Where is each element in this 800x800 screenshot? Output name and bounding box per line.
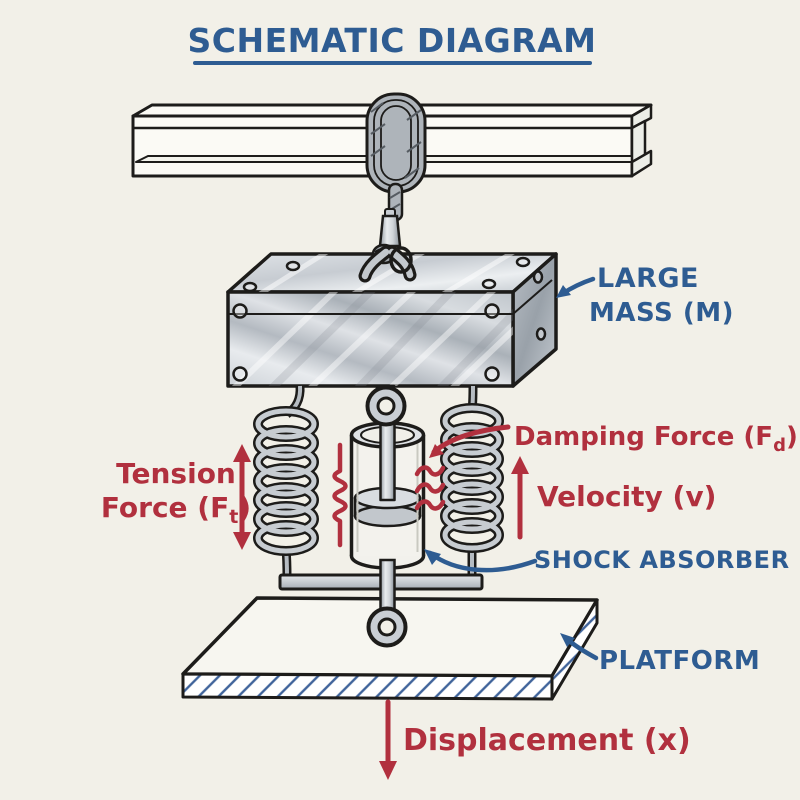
coil-spring-right <box>440 403 504 553</box>
damping-annotation: Damping Force (Fd) <box>429 422 798 458</box>
mass-side-lip-line <box>512 279 553 315</box>
large-mass-label-line1: LARGE <box>597 263 699 294</box>
tension-arrowhead-down <box>233 532 251 550</box>
rope-texture <box>370 102 422 179</box>
title-block: SCHEMATIC DIAGRAM <box>187 21 596 65</box>
rope-strand <box>380 105 412 181</box>
page-title: SCHEMATIC DIAGRAM <box>187 21 596 60</box>
platform-right-hatch <box>550 598 599 701</box>
displacement-label: Displacement (x) <box>403 723 691 758</box>
large-mass-arrowhead <box>556 285 571 298</box>
coil-spring-left <box>253 406 319 556</box>
velocity-label: Velocity (v) <box>537 480 716 513</box>
rope-texture <box>389 191 401 199</box>
tension-label-line1: Tension <box>116 457 236 490</box>
platform-front-hatch <box>181 672 554 701</box>
mass-top-texture <box>258 254 522 292</box>
mass-rivets <box>232 256 547 382</box>
large-mass-label-line2: MASS (M) <box>589 298 734 328</box>
shock-absorber-arrowhead <box>424 549 441 565</box>
hook-ferrule <box>378 214 402 248</box>
vibration-wave-icon <box>414 465 446 511</box>
platform-label: PLATFORM <box>599 646 760 676</box>
velocity-arrowhead <box>511 456 529 474</box>
blue-annotations: LARGE MASS (M) SHOCK ABSORBER PLATFORM <box>424 263 790 676</box>
beam-end-top-flange <box>630 103 653 130</box>
shock-absorber <box>349 384 426 570</box>
eyelet-top-hole <box>376 396 396 416</box>
piston <box>353 486 422 528</box>
velocity-annotation: Velocity (v) <box>511 456 716 540</box>
damping-arrowhead <box>429 444 444 458</box>
tension-label-line2: Force (Ft) <box>101 491 251 528</box>
large-mass-box <box>226 252 558 388</box>
platform-annotation: PLATFORM <box>560 633 760 676</box>
lifting-ring <box>389 246 413 274</box>
rope-and-hook <box>358 92 427 283</box>
displacement-annotation: Displacement (x) <box>379 699 691 780</box>
tension-arrowhead-up <box>233 444 251 462</box>
shock-absorber-arrow <box>427 550 538 573</box>
beam-end-bottom-flange <box>630 149 653 178</box>
platform-arrowhead <box>560 633 575 647</box>
damping-label: Damping Force (Fd) <box>514 422 798 456</box>
lower-rod <box>379 558 396 614</box>
shock-absorber-annotation: SHOCK ABSORBER <box>424 546 790 574</box>
red-annotations: Tension Force (Ft) Damping Force (Fd) Ve… <box>101 422 798 780</box>
mass-front-face <box>226 290 515 388</box>
mass-brushed-texture <box>228 292 513 386</box>
damper-symbol-icon <box>332 442 348 548</box>
shock-absorber-foot <box>366 558 408 648</box>
eyelet-bottom-hole <box>377 617 397 637</box>
displacement-arrowhead <box>379 761 397 780</box>
tension-annotation: Tension Force (Ft) <box>101 444 251 550</box>
large-mass-annotation: LARGE MASS (M) <box>556 263 734 328</box>
shock-absorber-label: SHOCK ABSORBER <box>534 546 790 574</box>
